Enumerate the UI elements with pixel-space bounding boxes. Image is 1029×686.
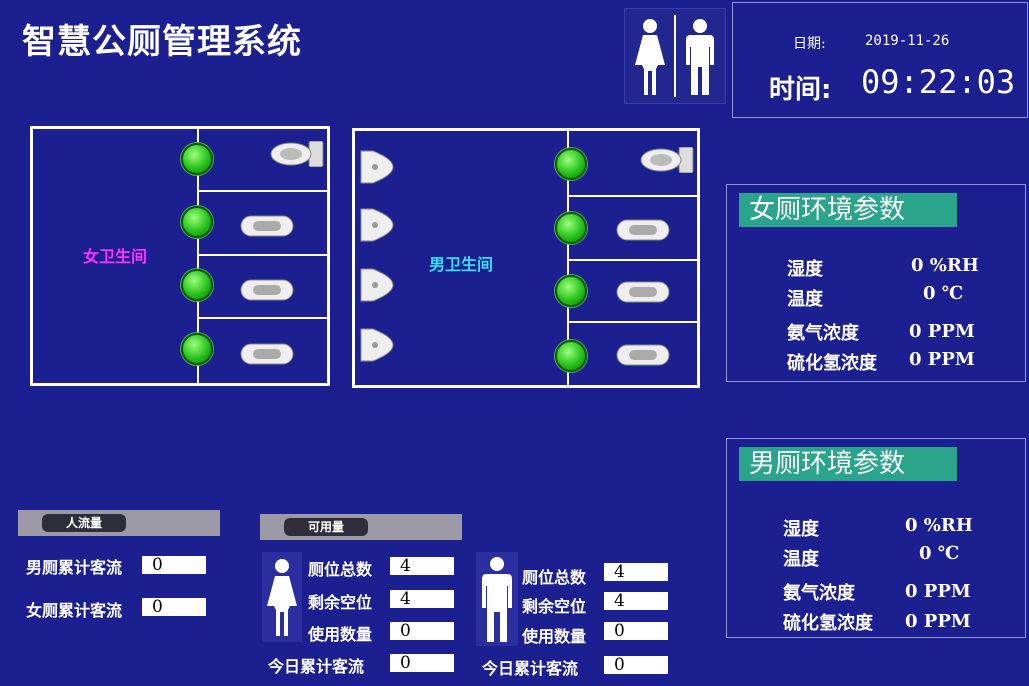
stall-status-lamp xyxy=(181,143,213,175)
female-env-title: 女厕环境参数 xyxy=(739,193,957,227)
female-used-value: 0 xyxy=(390,622,454,640)
male-figure-icon xyxy=(482,557,512,642)
ammonia-label: 氨气浓度 xyxy=(783,583,855,604)
h2s-value: 0 PPM xyxy=(909,349,975,370)
male-used-label: 使用数量 xyxy=(522,627,587,646)
datetime-panel: 日期: 2019-11-26 时间: 09:22:03 xyxy=(732,2,1028,118)
male-room-map: 男卫生间 xyxy=(352,128,700,388)
urinal-icon xyxy=(360,150,394,184)
traffic-tab[interactable]: 人流量 xyxy=(42,514,126,532)
date-label: 日期: xyxy=(793,36,826,52)
female-total-label: 女厕累计客流 xyxy=(26,601,123,620)
female-used-label: 使用数量 xyxy=(308,625,373,644)
female-total-stalls-label: 厕位总数 xyxy=(308,560,373,579)
female-figure-icon xyxy=(267,559,297,636)
availability-tab-bar: 可用量 xyxy=(260,514,462,540)
time-value: 09:22:03 xyxy=(861,63,1016,101)
squat-toilet-icon xyxy=(616,281,670,303)
toilet-icon xyxy=(270,141,324,167)
female-today-label: 今日累计客流 xyxy=(268,657,365,676)
time-label: 时间: xyxy=(769,75,832,105)
female-total-stalls-value: 4 xyxy=(390,557,454,575)
male-env-panel: 男厕环境参数 湿度 0 %RH 温度 0 ℃ 氨气浓度 0 PPM 硫化氢浓度 … xyxy=(726,438,1026,638)
male-today-value: 0 xyxy=(604,656,668,674)
humidity-label: 湿度 xyxy=(783,519,819,540)
squat-toilet-icon xyxy=(240,215,294,237)
squat-toilet-icon xyxy=(616,344,670,366)
ammonia-value: 0 PPM xyxy=(909,321,975,342)
male-free-stalls-value: 4 xyxy=(604,592,668,610)
humidity-value: 0 %RH xyxy=(911,255,979,276)
traffic-tab-bar: 人流量 xyxy=(18,510,220,536)
humidity-value: 0 %RH xyxy=(905,515,973,536)
male-used-value: 0 xyxy=(604,622,668,640)
male-env-title: 男厕环境参数 xyxy=(739,447,957,481)
female-env-panel: 女厕环境参数 湿度 0 %RH 温度 0 ℃ 氨气浓度 0 PPM 硫化氢浓度 … xyxy=(726,184,1026,382)
stall-status-lamp xyxy=(181,333,213,365)
toilet-icon xyxy=(640,147,694,173)
stall-status-lamp xyxy=(181,206,213,238)
female-free-stalls-value: 4 xyxy=(390,590,454,608)
restroom-gender-icon xyxy=(624,8,726,104)
female-room-map: 女卫生间 xyxy=(30,126,330,386)
app-title: 智慧公厕管理系统 xyxy=(22,22,302,62)
urinal-icon xyxy=(360,208,394,242)
urinal-icon xyxy=(360,328,394,362)
h2s-label: 硫化氢浓度 xyxy=(787,353,877,374)
h2s-value: 0 PPM xyxy=(905,611,971,632)
temperature-value: 0 ℃ xyxy=(919,543,960,564)
stall-status-lamp xyxy=(555,340,587,372)
temperature-label: 温度 xyxy=(783,549,819,570)
female-figure-icon xyxy=(635,19,665,95)
stall-status-lamp xyxy=(181,269,213,301)
female-room-label: 女卫生间 xyxy=(83,247,148,266)
male-free-stalls-label: 剩余空位 xyxy=(522,597,587,616)
squat-toilet-icon xyxy=(240,279,294,301)
male-figure-icon xyxy=(686,19,714,95)
stall-status-lamp xyxy=(555,212,587,244)
male-today-label: 今日累计客流 xyxy=(482,659,579,678)
ammonia-value: 0 PPM xyxy=(905,581,971,602)
squat-toilet-icon xyxy=(616,219,670,241)
h2s-label: 硫化氢浓度 xyxy=(783,613,873,634)
female-today-value: 0 xyxy=(390,654,454,672)
temperature-value: 0 ℃ xyxy=(923,283,964,304)
male-total-value: 0 xyxy=(142,556,206,574)
stall-status-lamp xyxy=(555,148,587,180)
male-room-label: 男卫生间 xyxy=(429,255,494,274)
gender-divider xyxy=(674,15,676,97)
date-value: 2019-11-26 xyxy=(865,33,950,49)
squat-toilet-icon xyxy=(240,343,294,365)
temperature-label: 温度 xyxy=(787,289,823,310)
urinal-icon xyxy=(360,268,394,302)
humidity-label: 湿度 xyxy=(787,259,823,280)
ammonia-label: 氨气浓度 xyxy=(787,323,859,344)
female-figure-panel xyxy=(262,552,302,642)
female-total-value: 0 xyxy=(142,598,206,616)
female-free-stalls-label: 剩余空位 xyxy=(308,593,373,612)
male-total-label: 男厕累计客流 xyxy=(26,558,123,577)
male-figure-panel xyxy=(476,552,518,646)
stall-status-lamp xyxy=(555,275,587,307)
availability-tab[interactable]: 可用量 xyxy=(284,518,368,536)
male-total-stalls-label: 厕位总数 xyxy=(522,568,587,587)
male-total-stalls-value: 4 xyxy=(604,563,668,581)
